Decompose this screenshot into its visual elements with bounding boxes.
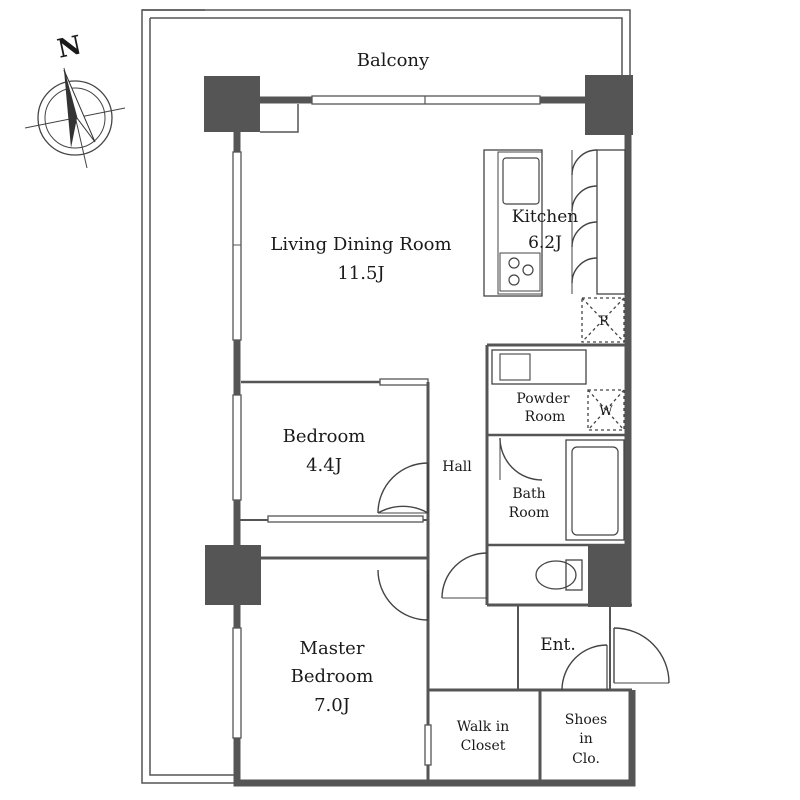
interior-walls: [237, 343, 632, 783]
kitchen-size: 6.2J: [528, 233, 562, 253]
kitchen-name: Kitchen: [512, 207, 578, 227]
balcony-label: Balcony: [357, 50, 430, 71]
shoes-closet-line1: Shoes: [565, 712, 608, 728]
column-top-left: [204, 76, 260, 132]
column-top-right: [585, 75, 633, 135]
balcony-window: [311, 95, 541, 105]
living-room-size: 11.5J: [337, 263, 384, 284]
powder-room-line1: Powder: [516, 391, 570, 407]
column-mid-left: [205, 545, 261, 605]
living-room-name: Living Dining Room: [270, 234, 451, 255]
bath-room-line2: Room: [509, 505, 550, 521]
bedroom-size: 4.4J: [306, 455, 342, 476]
hall-label: Hall: [442, 459, 472, 475]
shoes-closet-line2: in: [579, 731, 593, 747]
kitchen-cabinets: [571, 149, 626, 295]
balcony-area: [141, 9, 631, 784]
master-bedroom-size: 7.0J: [314, 695, 350, 716]
master-bedroom-line2: Bedroom: [291, 666, 374, 687]
doors: [377, 437, 670, 691]
refrigerator-space: [581, 297, 625, 343]
bedroom-closet-door: [267, 515, 424, 523]
left-windows: [232, 151, 242, 739]
refrigerator-label: R: [599, 314, 610, 329]
washer-label: W: [599, 404, 613, 419]
walkin-closet-line2: Closet: [461, 738, 506, 754]
column-mid-right: [588, 545, 631, 607]
compass-north-label: N: [55, 30, 84, 64]
walkin-door: [424, 724, 432, 766]
washer-space: [587, 389, 625, 431]
toilet: [535, 559, 583, 591]
bedroom-name: Bedroom: [283, 426, 366, 447]
living-bedroom-partition: [241, 378, 429, 386]
shoes-closet-line3: Clo.: [572, 751, 600, 767]
bath-room-line1: Bath: [512, 486, 545, 502]
powder-room-line2: Room: [525, 409, 566, 425]
master-bedroom-line1: Master: [300, 638, 365, 659]
walkin-closet-line1: Walk in: [457, 719, 509, 735]
powder-vanity: [491, 349, 587, 385]
entrance-label: Ent.: [540, 635, 576, 655]
bathtub: [565, 439, 625, 541]
kitchen-counter: [483, 149, 543, 297]
compass-icon: [24, 67, 126, 169]
